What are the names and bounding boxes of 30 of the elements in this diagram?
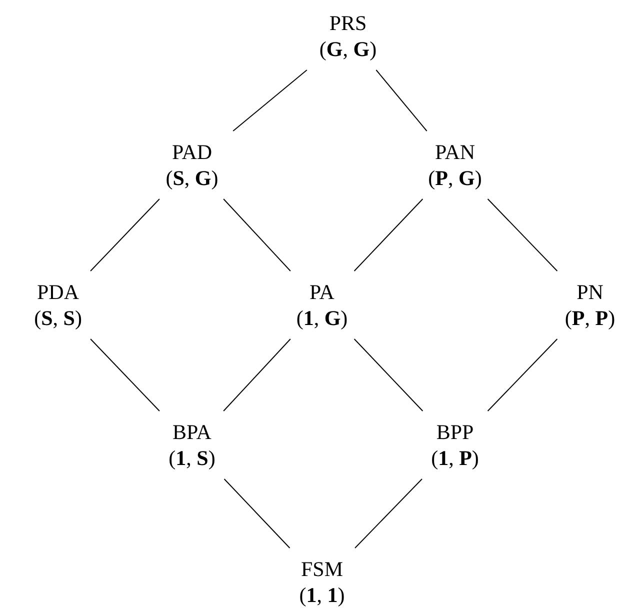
class-name: PAN (434, 139, 476, 165)
connector-line (224, 478, 290, 548)
class-name: FSM (300, 556, 344, 582)
class-pair: (1, P) (431, 445, 479, 471)
connector-line (354, 198, 424, 272)
connector-line (376, 70, 428, 132)
connector-line (232, 70, 308, 132)
class-name: PDA (36, 279, 79, 305)
connector-line (90, 338, 160, 412)
connector-line (487, 338, 558, 412)
class-name: BPP (436, 419, 474, 445)
class-name: BPA (172, 419, 212, 445)
class-name: PRS (329, 10, 367, 36)
class-name: PN (576, 279, 604, 305)
connector-line (223, 198, 291, 272)
class-pair: (S, S) (34, 305, 82, 331)
class-pair: (1, 1) (299, 582, 345, 608)
connector-line (223, 338, 291, 412)
class-name: PAD (172, 139, 212, 165)
class-pair: (G, G) (319, 36, 377, 62)
class-pair: (P, P) (564, 305, 616, 331)
connector-line (90, 198, 160, 272)
class-pair: (S, G) (166, 165, 218, 191)
class-pair: (1, G) (296, 305, 348, 331)
class-pair: (1, S) (168, 445, 216, 471)
class-name: PA (310, 279, 334, 305)
connector-line (354, 478, 422, 548)
connector-line (487, 198, 558, 272)
class-pair: (P, G) (428, 165, 482, 191)
connector-line (354, 338, 424, 412)
